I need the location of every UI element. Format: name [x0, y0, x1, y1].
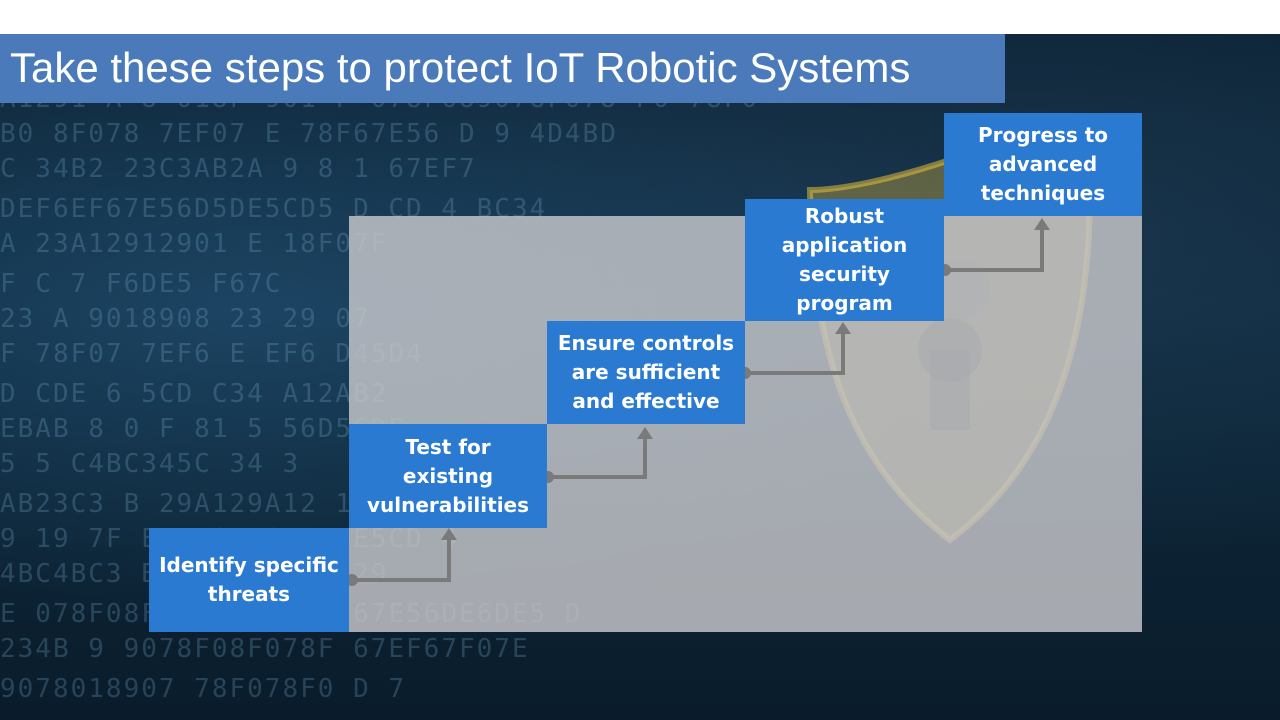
step-4-box: Robust application security program — [745, 199, 944, 321]
step-1-label: Identify specific threats — [159, 553, 339, 606]
step-3-label: Ensure controls are sufficient and effec… — [557, 331, 735, 413]
step-2-label: Test for existing vulnerabilities — [366, 434, 530, 517]
step-5-label: Progress to advanced techniques — [977, 123, 1109, 205]
step-5-box: Progress to advanced techniques — [944, 113, 1142, 216]
background-code-row: A 23A12912901 E 18F07F — [0, 229, 389, 259]
background-code-row: C 34B2 23C3AB2A 9 8 1 67EF7 — [0, 154, 477, 184]
background-code-row: 5 5 C4BC345C 34 3 — [0, 449, 301, 479]
slide-title: Take these steps to protect IoT Robotic … — [10, 44, 911, 91]
step-2-box: Test for existing vulnerabilities — [349, 424, 547, 528]
step-4-label: Robust application security program — [781, 204, 908, 315]
step-1-box: Identify specific threats — [149, 528, 349, 632]
background-code-row: B0 8F078 7EF07 E 78F67E56 D 9 4D4BD — [0, 119, 618, 149]
step-3-box: Ensure controls are sufficient and effec… — [547, 321, 745, 424]
background-code-row: 23 A 9018908 23 29 07 — [0, 304, 371, 334]
background-code-row: EBAB 8 0 F 81 5 56D56DE — [0, 414, 407, 444]
title-banner — [0, 34, 1005, 103]
background-code-row: F C 7 F6DE5 F67C — [0, 269, 283, 299]
background-code-row: D CDE 6 5CD C34 A12AB2 — [0, 379, 389, 409]
background-code-row: 9078018907 78F078F0 D 7 — [0, 674, 407, 704]
background-code-row: 234B 9 9078F08F078F 67EF67F07E — [0, 634, 530, 664]
